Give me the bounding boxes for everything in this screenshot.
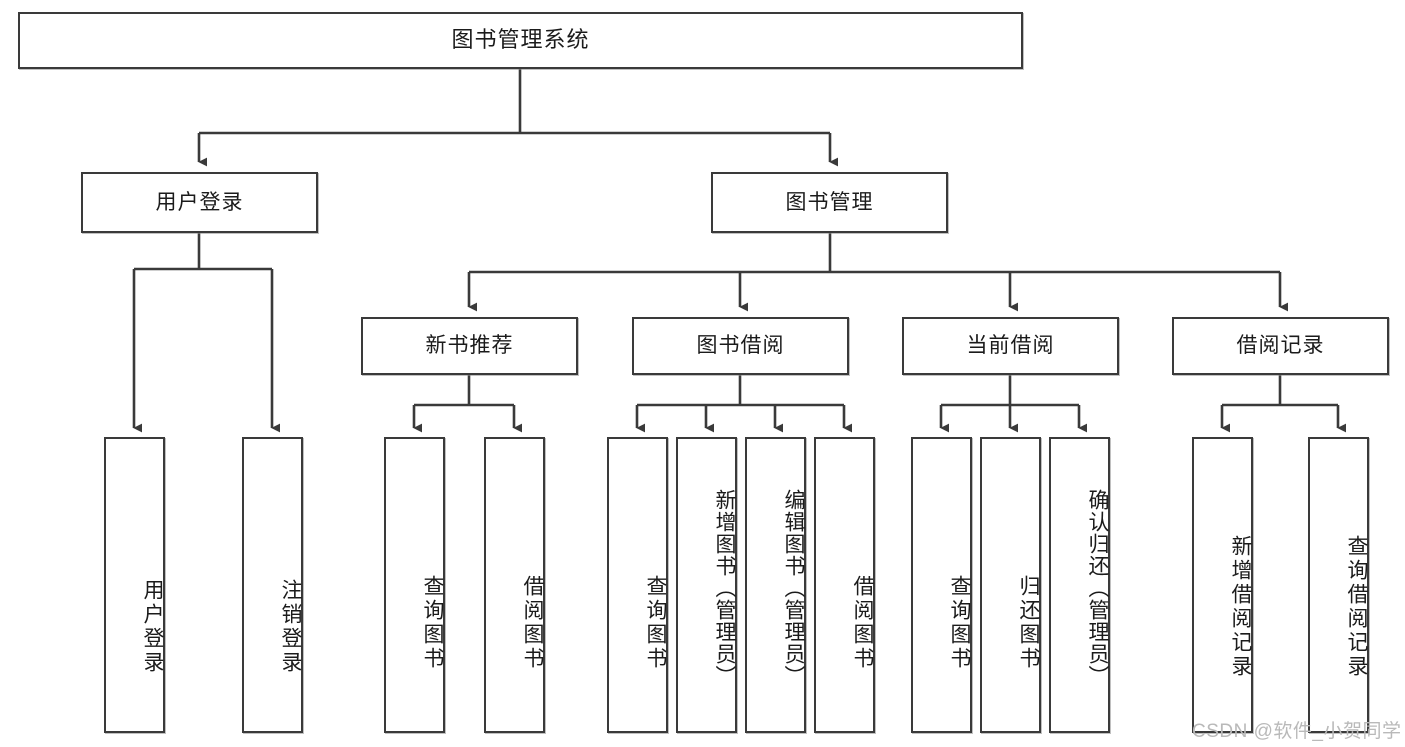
node-label: 图书管理: [785, 190, 874, 214]
node-label: 新书推荐: [425, 334, 514, 358]
node-label: 确认归还（管理员）: [1086, 489, 1109, 687]
leaf-query-book-3[interactable]: 查询图书: [911, 437, 972, 733]
leaf-borrow-book-2[interactable]: 借阅图书: [814, 437, 875, 733]
node-new-book-recommend[interactable]: 新书推荐: [361, 317, 578, 375]
node-borrow-record[interactable]: 借阅记录: [1172, 317, 1389, 375]
node-label: 归还图书: [1017, 575, 1040, 671]
node-label: 注销登录: [279, 579, 302, 675]
node-label: 编辑图书（管理员）: [782, 489, 805, 687]
leaf-query-book-1[interactable]: 查询图书: [384, 437, 445, 733]
node-user-login[interactable]: 用户登录: [81, 172, 318, 233]
node-label: 图书管理系统: [451, 27, 590, 53]
leaf-query-book-2[interactable]: 查询图书: [607, 437, 668, 733]
node-label: 新增借阅记录: [1229, 535, 1252, 679]
leaf-confirm-return-admin[interactable]: 确认归还（管理员）: [1049, 437, 1110, 733]
node-root-book-management-system[interactable]: 图书管理系统: [18, 12, 1023, 69]
node-label: 当前借阅: [966, 334, 1055, 358]
node-label: 查询图书: [421, 575, 444, 671]
node-label: 用户登录: [141, 579, 164, 675]
leaf-add-borrow-record[interactable]: 新增借阅记录: [1192, 437, 1253, 733]
node-label: 用户登录: [155, 190, 244, 214]
leaf-borrow-book-1[interactable]: 借阅图书: [484, 437, 545, 733]
leaf-add-book-admin[interactable]: 新增图书（管理员）: [676, 437, 737, 733]
csdn-watermark: CSDN @软件_小贺同学: [1192, 721, 1402, 742]
leaf-logout-login[interactable]: 注销登录: [242, 437, 303, 733]
node-book-management[interactable]: 图书管理: [711, 172, 948, 233]
node-book-borrow[interactable]: 图书借阅: [632, 317, 849, 375]
node-label: 查询图书: [644, 575, 667, 671]
leaf-edit-book-admin[interactable]: 编辑图书（管理员）: [745, 437, 806, 733]
leaf-query-borrow-record[interactable]: 查询借阅记录: [1308, 437, 1369, 733]
node-current-borrow[interactable]: 当前借阅: [902, 317, 1119, 375]
node-label: 新增图书（管理员）: [713, 489, 736, 687]
leaf-user-login[interactable]: 用户登录: [104, 437, 165, 733]
node-label: 查询借阅记录: [1345, 535, 1368, 679]
node-label: 借阅图书: [521, 575, 544, 671]
node-label: 查询图书: [948, 575, 971, 671]
node-label: 图书借阅: [696, 334, 785, 358]
leaf-return-book[interactable]: 归还图书: [980, 437, 1041, 733]
node-label: 借阅图书: [851, 575, 874, 671]
node-label: 借阅记录: [1236, 334, 1325, 358]
